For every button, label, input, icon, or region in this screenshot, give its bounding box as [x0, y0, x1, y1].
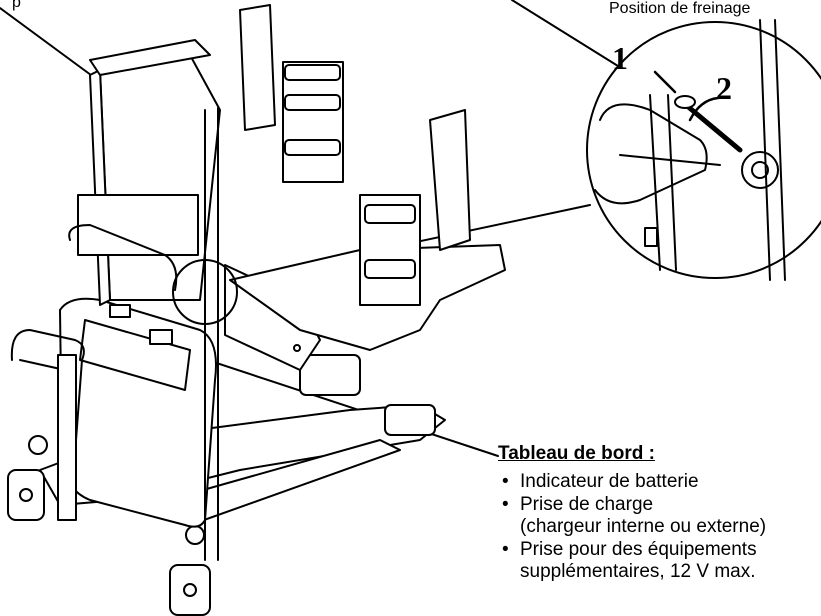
dashboard-item-text: Prise pour des équipements	[520, 538, 757, 560]
step-1-label: 1	[612, 40, 628, 76]
step-2-label: 2	[716, 70, 732, 106]
dashboard-item-text: Indicateur de batterie	[520, 471, 699, 492]
dashboard-item-text: Prise de charge	[520, 493, 654, 515]
dashboard-item-charge-socket: •Prise de charge (chargeur interne ou ex…	[502, 493, 767, 538]
brake-position-label: Position de freinage	[609, 0, 751, 17]
top-left-label: p	[12, 0, 21, 11]
dashboard-item-accessory-socket: •Prise pour des équipements supplémentai…	[500, 539, 766, 584]
spreader-bar	[229, 4, 506, 351]
push-handle	[10, 329, 85, 521]
dashboard-item-subtext: supplémentaires, 12 V max.	[520, 561, 756, 582]
arrow-2	[688, 96, 720, 122]
dashboard-list: •Indicateur de batterie •Prise de charge…	[500, 471, 766, 584]
dashboard-title: Tableau de bord :	[498, 443, 655, 464]
arrow-1	[653, 70, 677, 94]
dashboard-item-subtext: (chargeur interne ou externe)	[520, 516, 767, 537]
dashboard-item-battery: •Indicateur de batterie	[502, 471, 699, 492]
brake-callout-circle	[172, 259, 238, 325]
battery-housing	[59, 297, 217, 528]
leader-line-mast	[0, 7, 96, 79]
mast	[68, 39, 221, 561]
leader-line-brake	[511, 0, 619, 67]
brake-detail-magnifier	[586, 19, 821, 281]
